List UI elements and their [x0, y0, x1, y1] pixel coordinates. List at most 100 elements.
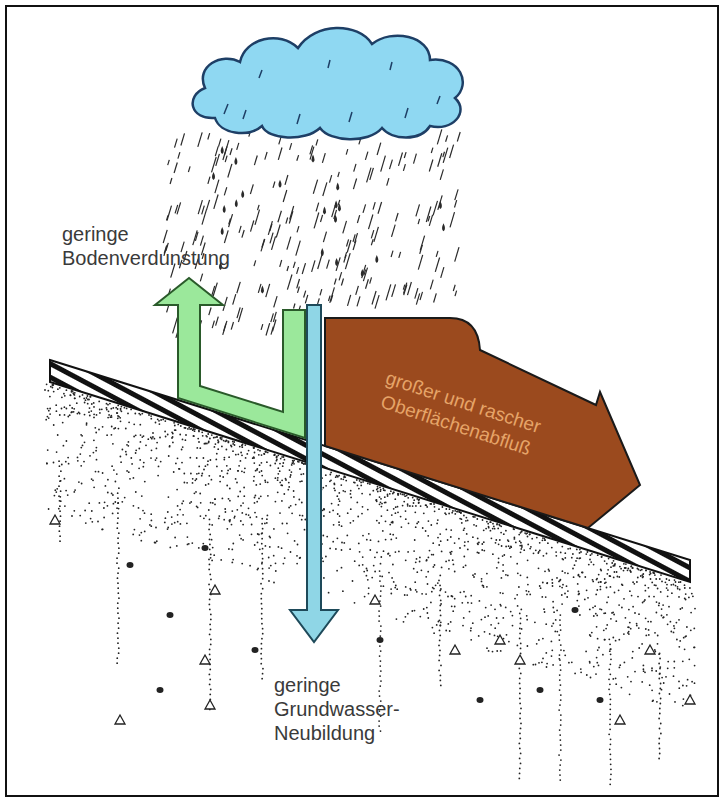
soil-dot — [261, 532, 263, 534]
soil-dot — [559, 729, 561, 731]
soil-dot — [62, 422, 64, 424]
soil-dot — [478, 635, 480, 637]
soil-dot — [606, 573, 608, 575]
soil-dot — [561, 594, 563, 596]
soil-dot — [82, 394, 84, 396]
soil-dot — [544, 611, 546, 613]
soil-dot — [118, 567, 120, 569]
soil-dot — [546, 582, 548, 584]
soil-dot — [658, 605, 660, 607]
soil-dot — [555, 555, 557, 557]
soil-dot — [86, 422, 88, 424]
soil-dot — [366, 568, 368, 570]
soil-dot — [559, 585, 561, 587]
soil-dot — [498, 557, 500, 559]
soil-dot — [155, 542, 157, 544]
soil-dot — [629, 693, 631, 695]
soil-dot — [242, 524, 244, 526]
soil-dot — [673, 584, 675, 586]
soil-dot — [208, 483, 210, 485]
soil-dot — [641, 643, 643, 645]
soil-dot — [106, 409, 108, 411]
soil-dot — [415, 505, 417, 507]
soil-dot — [299, 514, 301, 516]
soil-dot — [425, 576, 427, 578]
soil-dot — [636, 625, 638, 627]
soil-dot — [678, 646, 680, 648]
soil-dot — [587, 597, 589, 599]
soil-dot — [610, 648, 612, 650]
soil-dot — [624, 662, 626, 664]
soil-dot — [662, 604, 664, 606]
soil-dot — [367, 579, 369, 581]
soil-dot — [296, 555, 298, 557]
soil-dot — [667, 623, 669, 625]
soil-dot — [445, 630, 447, 632]
soil-dot — [427, 612, 429, 614]
soil-dot — [218, 441, 220, 443]
soil-dot — [611, 612, 613, 614]
soil-dot — [177, 514, 179, 516]
soil-dot — [667, 595, 669, 597]
soil-dot — [619, 566, 621, 568]
soil-dot — [452, 559, 454, 561]
soil-dot — [269, 537, 271, 539]
soil-dot — [694, 682, 696, 684]
soil-dot — [470, 595, 472, 597]
soil-dot — [93, 402, 95, 404]
soil-dot — [390, 588, 392, 590]
soil-dot — [536, 643, 538, 645]
soil-dot — [267, 481, 269, 483]
soil-dot — [262, 568, 264, 570]
soil-dot — [578, 591, 580, 593]
soil-dot — [238, 465, 240, 467]
soil-dot — [155, 527, 157, 529]
soil-dot — [526, 615, 528, 617]
soil-dot — [325, 474, 327, 476]
soil-dot — [465, 520, 467, 522]
soil-dot — [426, 607, 428, 609]
soil-dot — [667, 589, 669, 591]
soil-dot — [517, 605, 519, 607]
soil-dot — [609, 693, 611, 695]
soil-dot — [117, 632, 119, 634]
soil-dot — [138, 507, 140, 509]
soil-dot — [354, 560, 356, 562]
soil-dot — [60, 480, 62, 482]
soil-dot — [405, 510, 407, 512]
soil-dot — [359, 551, 361, 553]
soil-dot — [685, 635, 687, 637]
soil-dot — [615, 620, 617, 622]
soil-dot — [484, 616, 486, 618]
soil-dot — [558, 634, 560, 636]
soil-dot — [221, 470, 223, 472]
soil-dot — [261, 538, 263, 540]
soil-dot — [59, 387, 61, 389]
soil-dot — [396, 588, 398, 590]
soil-dot — [196, 473, 198, 475]
soil-dot — [489, 633, 491, 635]
soil-dot — [513, 528, 515, 530]
soil-dot — [190, 473, 192, 475]
soil-dot — [201, 475, 203, 477]
soil-dot — [621, 607, 623, 609]
soil-dot — [118, 532, 120, 534]
soil-dot — [164, 431, 166, 433]
soil-dot — [109, 403, 111, 405]
soil-dot — [54, 489, 56, 491]
soil-dot — [552, 582, 554, 584]
soil-dot — [93, 413, 95, 415]
soil-dot — [210, 644, 212, 646]
soil-dot — [472, 574, 474, 576]
soil-dot — [517, 572, 519, 574]
soil-dot — [592, 607, 594, 609]
soil-dot — [434, 506, 436, 508]
soil-dot — [415, 589, 417, 591]
soil-dot — [254, 544, 256, 546]
soil-dot — [221, 446, 223, 448]
soil-dot — [600, 569, 602, 571]
soil-dot — [384, 496, 386, 498]
soil-dot — [526, 594, 528, 596]
soil-dot — [203, 469, 205, 471]
soil-dot — [609, 575, 611, 577]
